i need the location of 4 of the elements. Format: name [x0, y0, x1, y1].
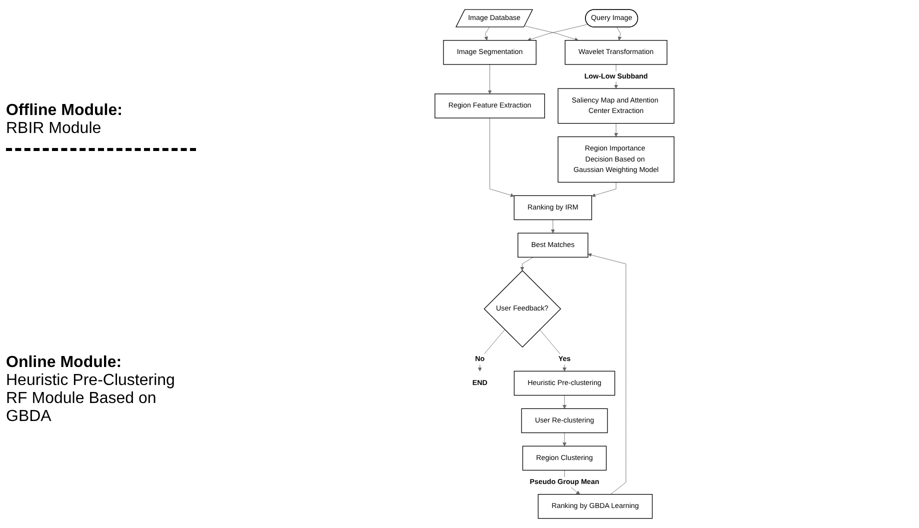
module-note: RBIR Module [6, 120, 102, 138]
module-heading: Offline Module: [6, 102, 124, 120]
module-note: Heuristic Pre-Clustering RF Module Based on GBDA [6, 372, 176, 426]
module-heading: Online Module: [6, 354, 123, 372]
